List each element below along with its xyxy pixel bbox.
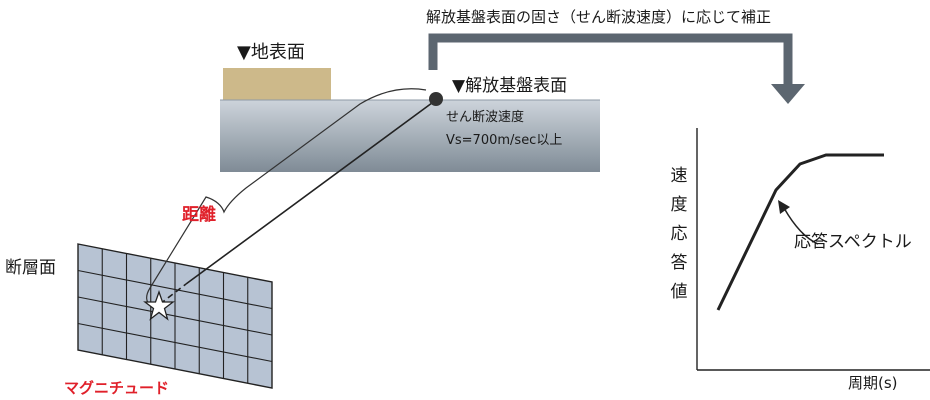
shear-wave-label: せん断波速度 [446,110,525,125]
top-note: 解放基盤表面の固さ（せん断波速度）に応じて補正 [426,8,772,26]
y-label-char: 値 [670,282,688,302]
ray-path-hidden [159,283,187,305]
y-label-char: 応 [670,224,688,244]
spectrum-x-axis-label: 周期(s) [848,374,898,392]
star-icon [143,290,175,321]
spectrum-y-axis-label: 速 度 応 答 値 [669,168,689,313]
ground-surface-label: ▼地表面 [237,42,305,63]
vs-label: Vs=700m/sec以上 [446,133,563,148]
distance-label: 距離 [182,205,216,225]
magnitude-label: マグニチュード [64,379,170,397]
surface-soil-layer [223,68,331,102]
fault-plane [77,243,273,389]
fault-plane-label: 断層面 [5,258,56,278]
down-arrow-icon [771,84,805,104]
spectrum-curve-pointer [783,207,819,245]
y-label-char: 速 [670,166,688,186]
correction-arrow [428,33,805,104]
spectrum-curve-label: 応答スペクトル [794,232,912,252]
hypocenter-dot-icon [429,92,443,106]
bedrock-surface-label: ▼解放基盤表面 [452,76,568,96]
y-label-char: 答 [670,253,688,273]
spectrum-curve [716,153,884,311]
pointer-arrowhead-icon [778,200,790,214]
ray-path [185,99,437,285]
y-label-char: 度 [670,195,688,215]
distance-bracket [146,88,427,307]
spectrum-axes [696,128,930,371]
